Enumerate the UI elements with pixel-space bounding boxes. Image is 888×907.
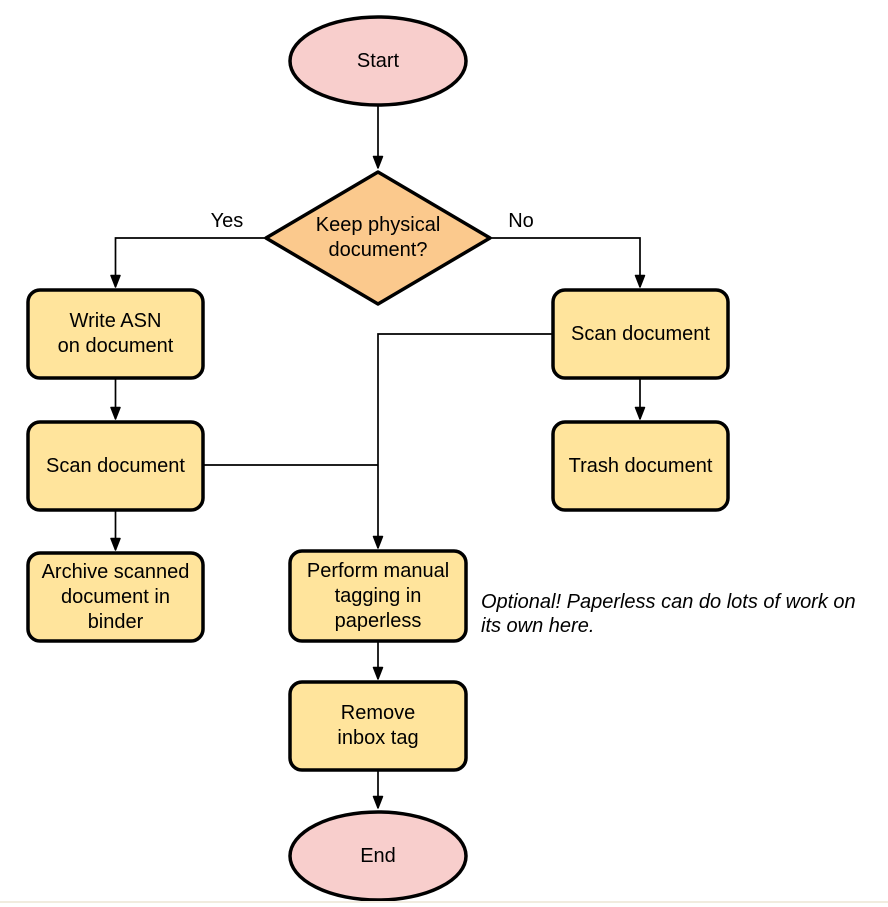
trash-document-process-shape: [551, 420, 730, 512]
edge-scan-right-to-perform-tagging: [372, 333, 552, 549]
edge-decision-no-to-scan-right: [491, 237, 646, 288]
end-terminator-shape: [288, 810, 468, 902]
archive-scanned-process-shape: [26, 551, 205, 643]
scan-document-right-process-shape: [551, 288, 730, 380]
start-terminator-shape: [288, 15, 468, 107]
optional-annotation-text: Optional! Paperless can do lots of work …: [481, 591, 856, 637]
keep-physical-decision-shape: [264, 170, 492, 306]
edge-label-no: No: [508, 210, 534, 232]
bottom-divider: [0, 901, 888, 903]
edge-decision-yes-to-write-asn: [110, 237, 265, 288]
perform-manual-tagging-process-shape: [288, 549, 468, 643]
remove-inbox-tag-process-shape: [288, 680, 468, 772]
edge-label-yes: Yes: [210, 210, 244, 232]
scan-document-left-process-shape: [26, 420, 205, 512]
write-asn-process-shape: [26, 288, 205, 380]
